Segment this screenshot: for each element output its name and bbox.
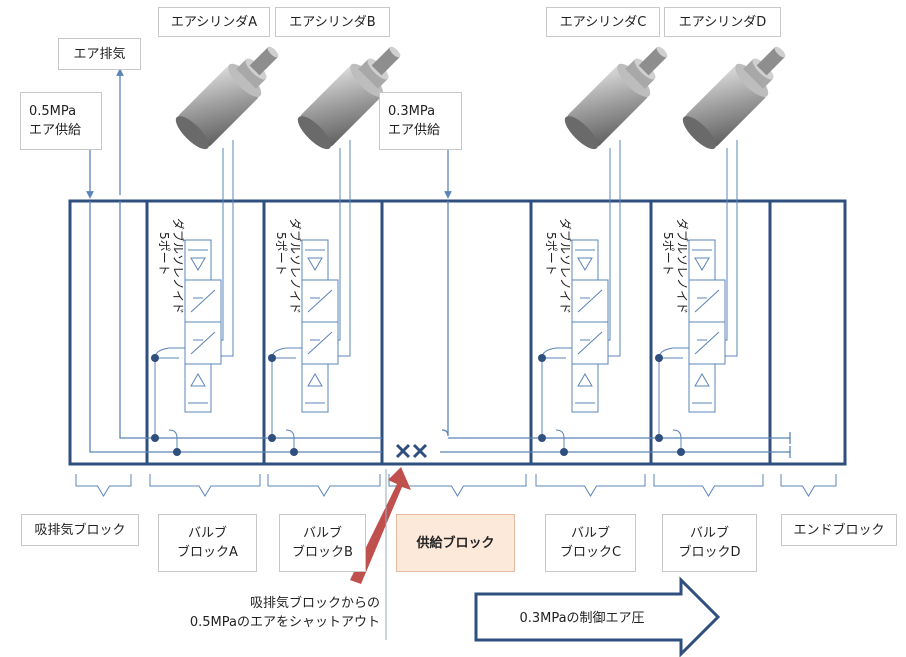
cylinder-a-label: エアシリンダA [158, 7, 270, 37]
svg-text:5ポート: 5ポート [274, 232, 288, 276]
shutoff-cross [395, 443, 428, 459]
block-supply: 供給ブロック [396, 514, 515, 572]
control-pressure-label: 0.3MPaの制御エア圧 [519, 611, 644, 626]
svg-text:ダブルソレノイド: ダブルソレノイド [288, 218, 303, 314]
control-pressure-arrow: 0.3MPaの制御エア圧 [474, 576, 721, 657]
svg-text:5ポート: 5ポート [544, 232, 558, 276]
valve-a: 5ポートダブルソレノイド [151, 140, 234, 456]
cylinder-d-label: エアシリンダD [664, 7, 781, 37]
block-intake-exhaust: 吸排気ブロック [21, 514, 139, 546]
block-valve-d: バルブブロックD [662, 514, 757, 572]
block-valve-c: バルブブロックC [545, 514, 636, 572]
svg-text:ダブルソレノイド: ダブルソレノイド [558, 218, 573, 314]
svg-text:ダブルソレノイド: ダブルソレノイド [675, 218, 690, 314]
block-bracket [535, 474, 646, 497]
valve-c: 5ポートダブルソレノイド [538, 140, 621, 456]
valve-d: 5ポートダブルソレノイド [655, 140, 738, 456]
block-bracket [75, 474, 132, 497]
air-passages [89, 201, 791, 458]
block-end: エンドブロック [781, 514, 897, 546]
block-bracket [149, 474, 261, 497]
svg-text:5ポート: 5ポート [661, 232, 675, 276]
svg-text:5ポート: 5ポート [157, 232, 171, 276]
block-valve-b: バルブブロックB [279, 514, 366, 572]
cylinder-c-label: エアシリンダC [546, 7, 660, 37]
block-valve-a: バルブブロックA [158, 514, 257, 572]
air-cylinder-c [564, 46, 668, 150]
air-cylinder-d [682, 46, 786, 150]
block-bracket [267, 474, 381, 497]
cylinder-b-label: エアシリンダB [275, 7, 390, 37]
block-bracket [388, 474, 527, 497]
valve-b: 5ポートダブルソレノイド [268, 140, 351, 456]
manifold [68, 199, 847, 466]
exhaust-label: エア排気 [58, 38, 141, 70]
air-cylinder-b [297, 46, 401, 150]
block-bracket [653, 474, 764, 497]
air-cylinder-a [175, 46, 279, 150]
svg-text:ダブルソレノイド: ダブルソレノイド [171, 218, 186, 314]
block-bracket [780, 474, 837, 497]
